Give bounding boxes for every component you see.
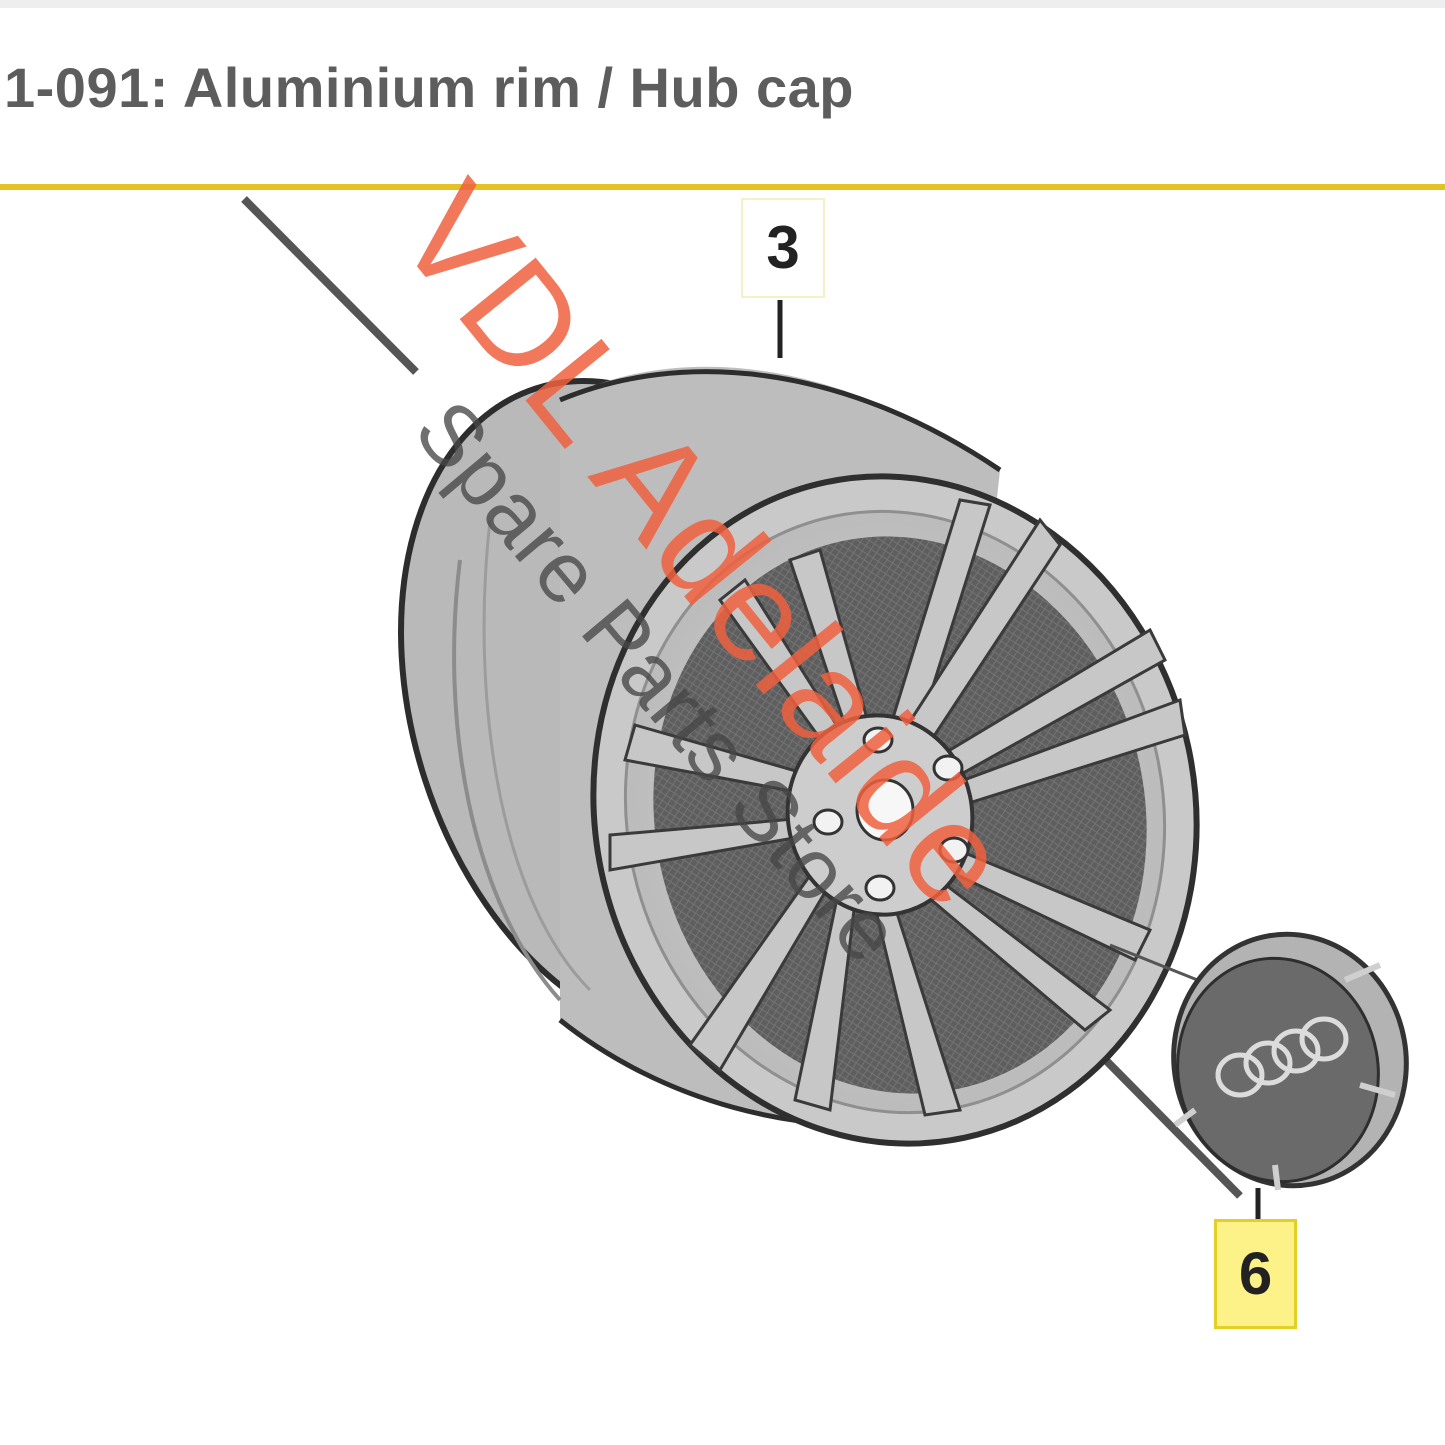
callout-3: 3 bbox=[741, 198, 825, 298]
leader-line-upper bbox=[241, 196, 419, 375]
hub-cap-icon bbox=[1171, 931, 1409, 1191]
title-divider bbox=[0, 184, 1445, 190]
callout-6: 6 bbox=[1214, 1219, 1297, 1329]
leader-line-hubcap bbox=[1109, 943, 1211, 987]
wheel-rim-icon bbox=[398, 366, 1200, 1147]
four-rings-logo bbox=[1215, 1016, 1349, 1098]
top-strip bbox=[0, 0, 1445, 8]
page-title: 1-091: Aluminium rim / Hub cap bbox=[4, 56, 854, 119]
